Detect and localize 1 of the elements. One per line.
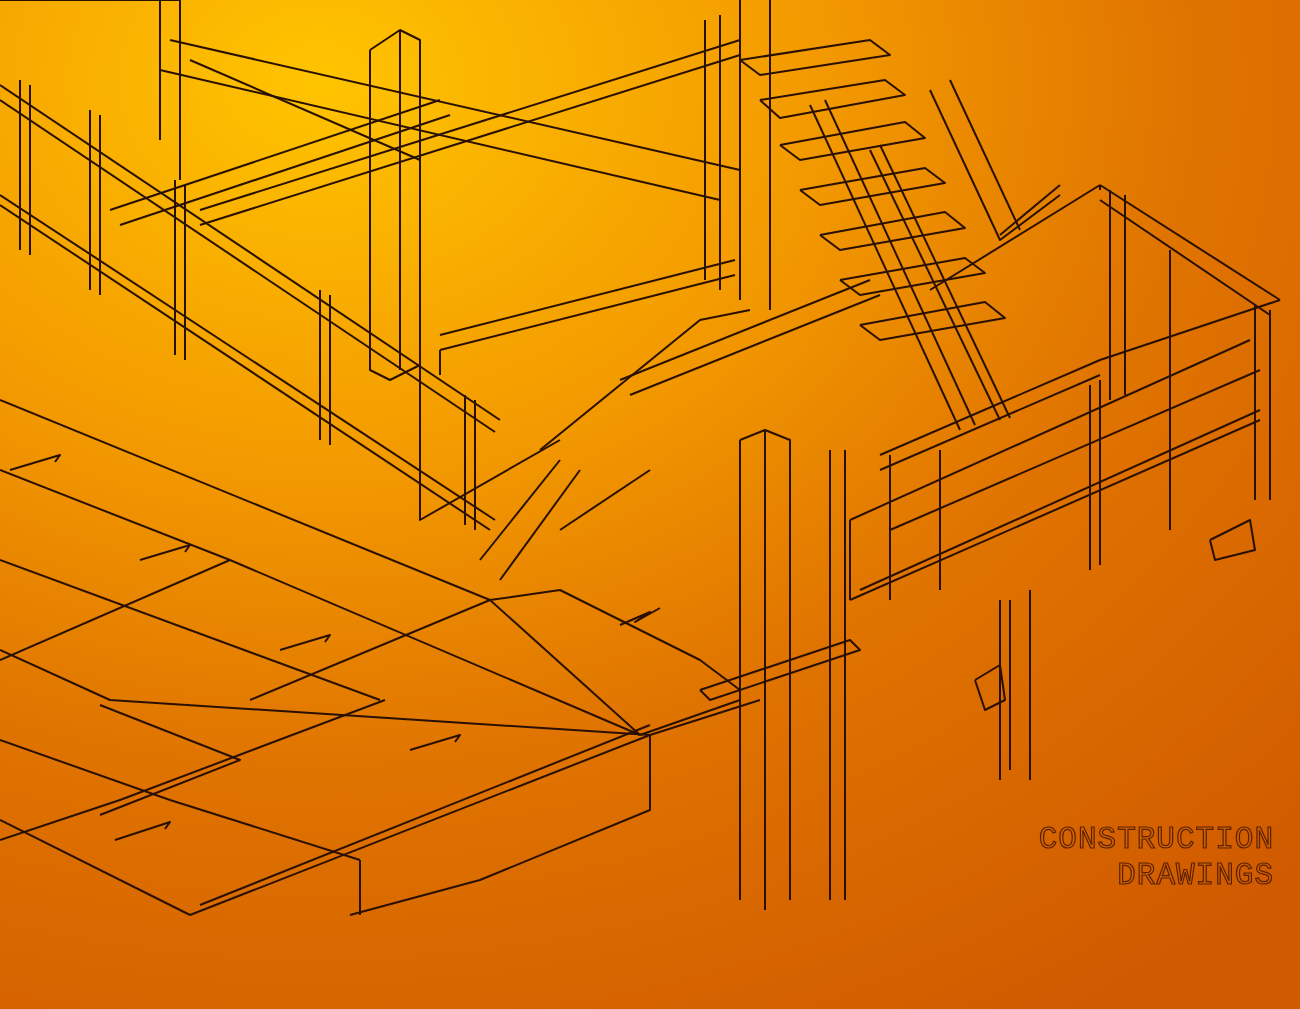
title: CONSTRUCTION DRAWINGS [1037,822,1274,894]
